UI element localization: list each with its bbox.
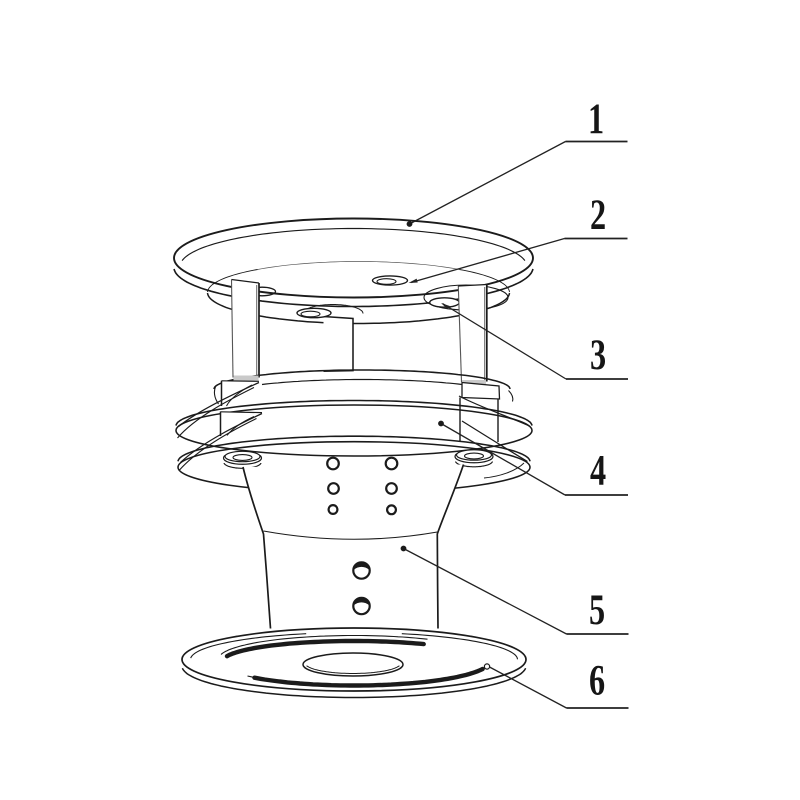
svg-text:3: 3 (590, 332, 606, 380)
svg-text:5: 5 (589, 587, 605, 635)
svg-text:2: 2 (590, 192, 606, 240)
svg-text:6: 6 (589, 657, 605, 705)
svg-text:1: 1 (588, 96, 604, 144)
svg-text:4: 4 (590, 447, 606, 495)
